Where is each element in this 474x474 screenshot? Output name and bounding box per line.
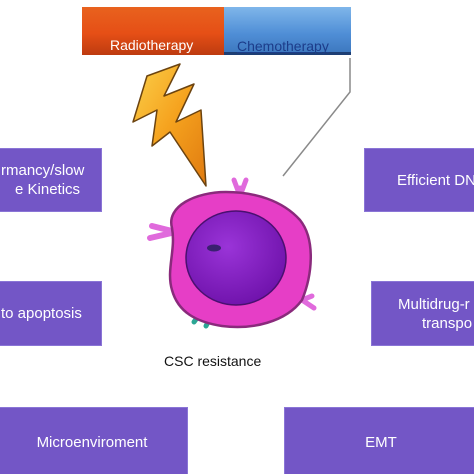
dormancy-line-2: e Kinetics xyxy=(15,181,81,198)
emt-label: EMT xyxy=(365,433,397,451)
radiotherapy-label: Radiotherapy xyxy=(110,37,194,53)
cell-nucleus xyxy=(185,210,287,306)
multidrug-transporters-box: Multidrug-r transpo xyxy=(371,281,474,346)
microenvironment-label: Microenviroment xyxy=(36,433,148,451)
efficient-dna-label: Efficient DN xyxy=(397,171,474,189)
efficient-dna-repair-box: Efficient DN xyxy=(364,148,474,212)
lightning-bolt-icon xyxy=(132,63,207,187)
chemotherapy-label: Chemotherapy xyxy=(237,38,329,54)
microenvironment-box: Microenviroment xyxy=(0,407,188,474)
resistance-to-apoptosis-box: to apoptosis xyxy=(0,281,102,346)
dormancy-line-1: rmancy/slow xyxy=(1,162,85,179)
cell-nucleolus xyxy=(207,244,221,252)
emt-box: EMT xyxy=(284,407,474,474)
radiotherapy-label-box: Radiotherapy xyxy=(82,7,230,55)
cell-receptor-right xyxy=(299,293,317,311)
multidrug-line-1: Multidrug-r xyxy=(398,295,470,313)
chemotherapy-label-box: Chemotherapy xyxy=(224,7,351,55)
cancer-stem-cell-icon xyxy=(147,177,317,329)
csc-resistance-caption: CSC resistance xyxy=(164,353,262,369)
multidrug-line-2: transpo xyxy=(422,314,473,332)
apoptosis-label: to apoptosis xyxy=(1,305,82,322)
dormancy-slow-kinetics-box: rmancy/slow e Kinetics xyxy=(0,148,102,212)
chemotherapy-pointer-line xyxy=(282,58,351,177)
